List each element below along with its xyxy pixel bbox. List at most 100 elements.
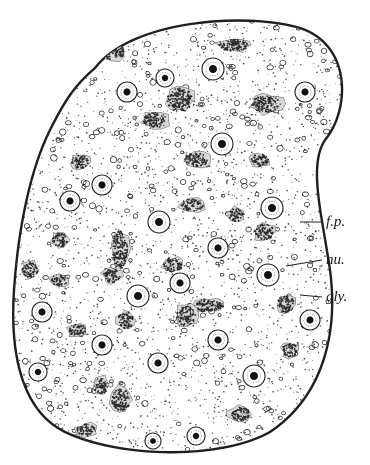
stipple-dot xyxy=(49,222,51,224)
fat-plate-grain xyxy=(255,161,257,163)
fat-plate-grain xyxy=(84,164,85,165)
fat-plate-grain xyxy=(85,158,86,159)
fat-plate-grain xyxy=(115,279,117,281)
stipple-dot xyxy=(201,293,203,295)
stipple-dot xyxy=(145,387,146,388)
stipple-dot xyxy=(99,370,100,371)
fat-plate-grain xyxy=(237,39,239,41)
stipple-dot xyxy=(125,361,126,362)
stipple-dot xyxy=(258,332,259,333)
stipple-dot xyxy=(293,379,295,381)
stipple-dot xyxy=(22,328,23,329)
stipple-dot xyxy=(17,311,19,313)
stipple-dot xyxy=(118,416,119,417)
fat-plate-grain xyxy=(78,160,80,162)
stipple-dot xyxy=(86,257,88,259)
stipple-dot xyxy=(221,437,223,439)
stipple-dot xyxy=(141,388,142,389)
stipple-dot xyxy=(147,58,148,59)
fat-plate-grain xyxy=(119,256,121,258)
stipple-dot xyxy=(115,229,116,230)
stipple-dot xyxy=(228,374,229,375)
stipple-dot xyxy=(160,381,162,383)
stipple-dot xyxy=(96,320,97,321)
stipple-dot xyxy=(137,171,138,172)
stipple-dot xyxy=(58,176,59,177)
fat-plate-grain xyxy=(126,312,127,313)
stipple-dot xyxy=(76,153,78,155)
stipple-dot xyxy=(240,55,241,56)
fat-plate-grain xyxy=(59,233,61,235)
stipple-dot xyxy=(214,372,215,373)
fat-plate-grain xyxy=(261,104,262,105)
stipple-dot xyxy=(84,116,85,117)
stipple-dot xyxy=(192,297,194,299)
fat-plate-grain xyxy=(192,158,193,159)
stipple-dot xyxy=(127,125,128,126)
fat-plate-grain xyxy=(288,309,290,311)
stipple-dot xyxy=(109,410,110,411)
fat-plate-grain xyxy=(104,275,105,276)
stipple-dot xyxy=(272,391,274,393)
fat-plate-grain xyxy=(282,309,283,310)
stipple-dot xyxy=(106,255,107,256)
stipple-dot xyxy=(197,180,199,182)
stipple-dot xyxy=(308,148,310,150)
stipple-dot xyxy=(270,39,272,41)
fat-plate-grain xyxy=(261,106,262,107)
stipple-dot xyxy=(256,322,257,323)
stipple-dot xyxy=(117,384,118,385)
stipple-dot xyxy=(288,199,289,200)
stipple-dot xyxy=(174,55,175,56)
fat-plate-grain xyxy=(75,165,76,166)
fat-plate-grain xyxy=(105,278,106,279)
stipple-dot xyxy=(263,60,264,61)
stipple-dot xyxy=(76,136,77,137)
fat-plate-grain xyxy=(122,313,124,315)
fat-plate-grain xyxy=(255,106,256,107)
stipple-dot xyxy=(238,372,240,374)
stipple-dot xyxy=(314,139,315,140)
stipple-dot xyxy=(222,265,223,266)
fat-plate-grain xyxy=(235,209,236,210)
stipple-dot xyxy=(285,226,287,228)
fat-plate-grain xyxy=(111,274,113,276)
fat-plate-grain xyxy=(202,309,204,311)
stipple-dot xyxy=(115,90,116,91)
stipple-dot xyxy=(141,309,142,310)
stipple-dot xyxy=(226,211,227,212)
fat-plate-grain xyxy=(187,92,188,93)
stipple-dot xyxy=(140,148,142,150)
stipple-dot xyxy=(224,167,225,168)
stipple-dot xyxy=(90,166,91,167)
stipple-dot xyxy=(192,338,193,339)
stipple-dot xyxy=(21,246,22,247)
stipple-dot xyxy=(32,290,33,291)
fat-plate-grain xyxy=(209,306,210,307)
stipple-dot xyxy=(135,191,136,192)
stipple-dot xyxy=(260,391,262,393)
stipple-dot xyxy=(256,314,257,315)
stipple-dot xyxy=(252,81,254,83)
stipple-dot xyxy=(52,140,54,142)
stipple-dot xyxy=(285,78,286,79)
stipple-dot xyxy=(139,178,140,179)
fat-plate-grain xyxy=(207,308,208,309)
stipple-dot xyxy=(211,94,212,95)
stipple-dot xyxy=(230,362,231,363)
stipple-dot xyxy=(43,230,45,232)
stipple-dot xyxy=(88,400,89,401)
fat-plate-grain xyxy=(174,95,175,96)
fat-plate-grain xyxy=(105,272,107,274)
stipple-dot xyxy=(189,194,191,196)
stipple-dot xyxy=(149,142,150,143)
stipple-dot xyxy=(152,410,153,411)
stipple-dot xyxy=(135,443,137,445)
stipple-dot xyxy=(318,66,319,67)
stipple-dot xyxy=(260,309,261,310)
stipple-dot xyxy=(106,332,107,333)
fat-plate-grain xyxy=(175,104,177,106)
stipple-dot xyxy=(318,124,319,125)
fat-plate-grain xyxy=(260,226,261,227)
stipple-dot xyxy=(281,245,283,247)
